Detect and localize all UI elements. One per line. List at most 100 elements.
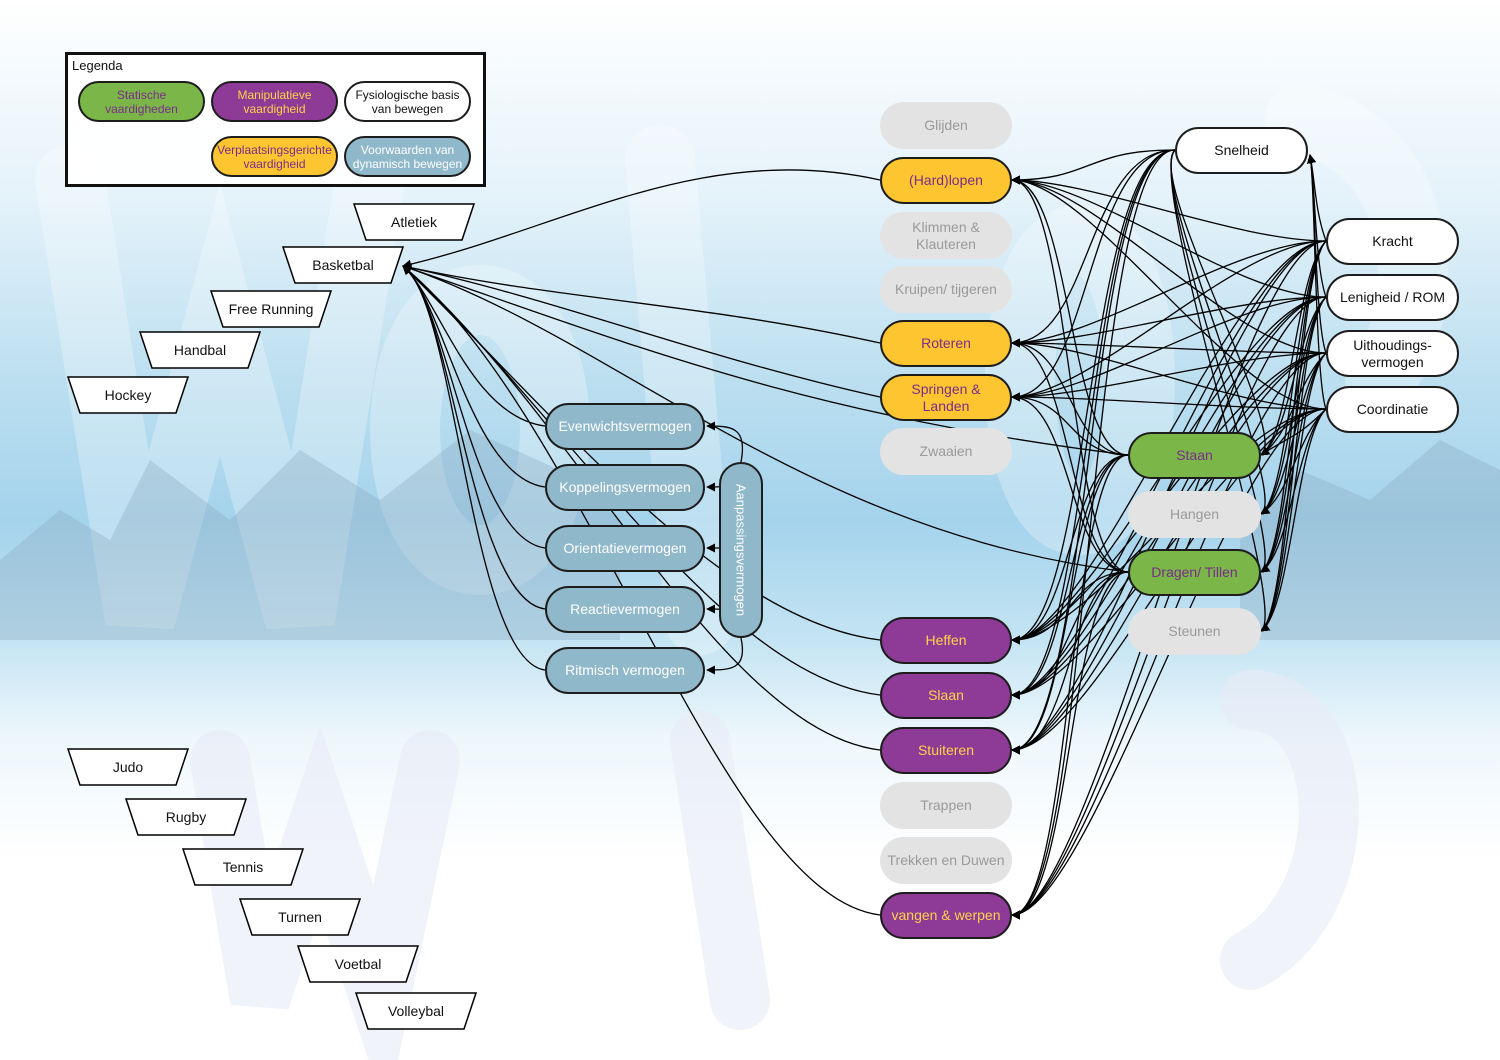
skill-steunen[interactable]: Steunen [1128,608,1261,655]
sport-rugby[interactable]: Rugby [125,798,247,836]
aanpassingsvermogen-label: Aanpassingsvermogen [733,483,749,617]
skill-staan[interactable]: Staan [1128,432,1261,479]
sport-label: Basketbal [312,257,374,273]
skill-hardlopen[interactable]: (Hard)lopen [880,157,1012,204]
connection-arrow [1011,149,1176,185]
skill-glijden[interactable]: Glijden [880,102,1012,149]
skill-hangen[interactable]: Hangen [1128,491,1261,538]
physio-lenigheid-rom[interactable]: Lenigheid / ROM [1326,274,1459,321]
condition-reactievermogen[interactable]: Reactievermogen [545,586,705,633]
sport-atletiek[interactable]: Atletiek [353,203,475,241]
sport-tennis[interactable]: Tennis [182,848,304,886]
connection-arrow [1011,149,1176,645]
legend-physiological-basis: Fysiologische basis van bewegen [344,81,471,122]
sport-hockey[interactable]: Hockey [67,376,189,414]
sport-label: Voetbal [334,956,382,972]
connection-arrow [402,265,546,610]
legend-dynamic-conditions: Voorwaarden van dynamisch bewegen [344,136,471,177]
connection-arrow [1011,296,1327,402]
connection-arrow [1260,296,1327,456]
sport-label: Volleybal [387,1003,445,1019]
skill-dragen-tillen[interactable]: Dragen/ Tillen [1128,549,1261,596]
connection-arrow [1011,571,1129,700]
connection-arrow [1170,149,1271,632]
connection-arrow [1260,352,1327,515]
sport-voetbal[interactable]: Voetbal [297,945,419,983]
condition-aanpassingsvermogen[interactable]: Aanpassingsvermogen [719,462,763,638]
connection-arrow [1011,149,1176,402]
skill-heffen[interactable]: Heffen [880,617,1012,664]
legend-static-skills: Statische vaardigheden [78,81,205,122]
physio-uithoudingsvermogen[interactable]: Uithoudings- vermogen [1326,330,1459,377]
skill-slaan[interactable]: Slaan [880,672,1012,719]
sport-label: Handbal [173,342,227,358]
sport-turnen[interactable]: Turnen [239,898,361,936]
connection-arrow [1011,175,1327,354]
skill-vangen-werpen[interactable]: vangen & werpen [880,892,1012,939]
connection-arrow [1011,149,1176,920]
skill-trappen[interactable]: Trappen [880,782,1012,829]
condition-koppelingsvermogen[interactable]: Koppelingsvermogen [545,464,705,511]
connection-arrow [1011,338,1129,456]
connection-arrow [1260,408,1327,515]
connection-arrow [1011,338,1327,354]
connection-arrow [706,421,744,463]
connection-arrow [1011,175,1129,456]
physio-kracht[interactable]: Kracht [1326,218,1459,265]
physio-snelheid[interactable]: Snelheid [1175,127,1308,174]
connection-arrow [1011,175,1129,573]
skill-kruipen-tijgeren[interactable]: Kruipen/ tijgeren [880,266,1012,313]
skill-trekken-duwen[interactable]: Trekken en Duwen [880,837,1012,884]
connection-arrow [1011,454,1129,755]
condition-evenwichtsvermogen[interactable]: Evenwichtsvermogen [545,403,705,450]
sport-handbal[interactable]: Handbal [139,331,261,369]
connection-arrow [1260,408,1327,632]
sport-label: Free Running [228,301,314,317]
sport-judo[interactable]: Judo [67,748,189,786]
sport-label: Hockey [104,387,152,403]
physio-coordinatie[interactable]: Coordinatie [1326,386,1459,433]
skill-klimmen-klauteren[interactable]: Klimmen & Klauteren [880,212,1012,259]
sport-volleybal[interactable]: Volleybal [355,992,477,1030]
skill-roteren[interactable]: Roteren [880,320,1012,367]
connection-arrow [402,169,881,269]
skill-springen-landen[interactable]: Springen & Landen [880,374,1012,421]
connection-arrow [1260,408,1327,456]
skill-stuiteren[interactable]: Stuiteren [880,727,1012,774]
connection-arrow [1011,240,1327,348]
connection-arrow [1011,149,1176,700]
connection-arrow [1011,392,1129,456]
connection-arrow [1011,454,1129,645]
condition-orientatievermogen[interactable]: Orientatievermogen [545,525,705,572]
connection-arrow [402,264,1129,573]
sport-label: Atletiek [391,214,437,230]
connection-arrow [706,637,744,675]
connection-arrow [1011,149,1176,348]
connection-arrow [1011,296,1327,348]
sport-free-running[interactable]: Free Running [210,290,332,328]
sport-label: Tennis [222,859,264,875]
sport-label: Turnen [278,909,322,925]
sport-basketbal[interactable]: Basketbal [282,246,404,284]
connection-arrow [402,265,546,671]
connection-arrow [1011,454,1129,920]
connection-arrow [1011,571,1129,755]
connection-arrow [402,265,881,916]
connection-arrow [1011,175,1327,410]
connection-arrow [1011,175,1327,242]
connection-arrow [1307,154,1327,410]
connection-arrow [402,263,881,398]
legend: Legenda Statische vaardigheden Manipulat… [65,52,486,187]
condition-ritmisch-vermogen[interactable]: Ritmisch vermogen [545,647,705,694]
connection-arrow [1011,149,1176,755]
skill-zwaaien[interactable]: Zwaaien [880,428,1012,475]
connection-arrow [1011,338,1327,410]
connection-arrow [1011,240,1327,402]
legend-locomotor-skill: Verplaatsingsgerichte vaardigheid [211,136,338,177]
connection-arrow [1011,571,1129,645]
connection-arrow [1260,408,1327,573]
connection-arrow [1011,352,1327,402]
sport-label: Judo [112,759,144,775]
connection-arrow [1011,392,1129,573]
connection-arrow [1011,571,1129,920]
